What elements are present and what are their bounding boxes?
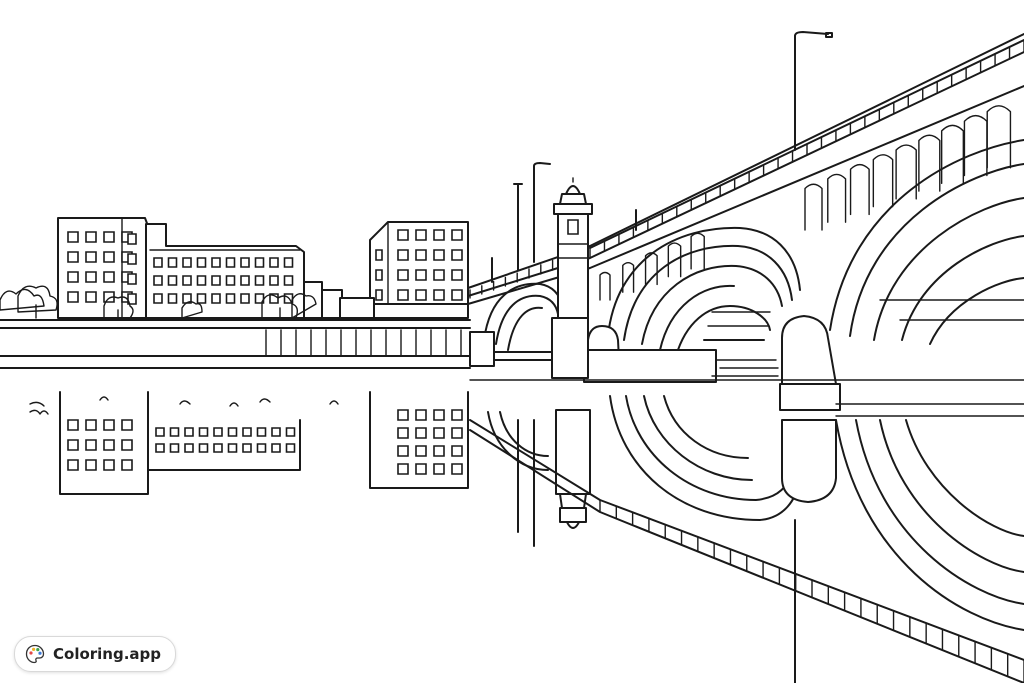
embankment-wall <box>0 320 470 368</box>
bridge <box>468 32 1024 410</box>
water-line <box>470 360 1024 416</box>
building-middle <box>146 224 304 318</box>
bridge-tower <box>554 178 592 318</box>
palette-icon <box>25 644 45 664</box>
trees <box>0 286 316 320</box>
badge-label: Coloring.app <box>53 645 162 663</box>
building-reflections <box>30 392 468 494</box>
building-right <box>370 222 468 314</box>
building-left <box>58 218 148 318</box>
coloring-app-badge[interactable]: Coloring.app <box>14 636 177 672</box>
bridge-reflection <box>470 396 1024 683</box>
